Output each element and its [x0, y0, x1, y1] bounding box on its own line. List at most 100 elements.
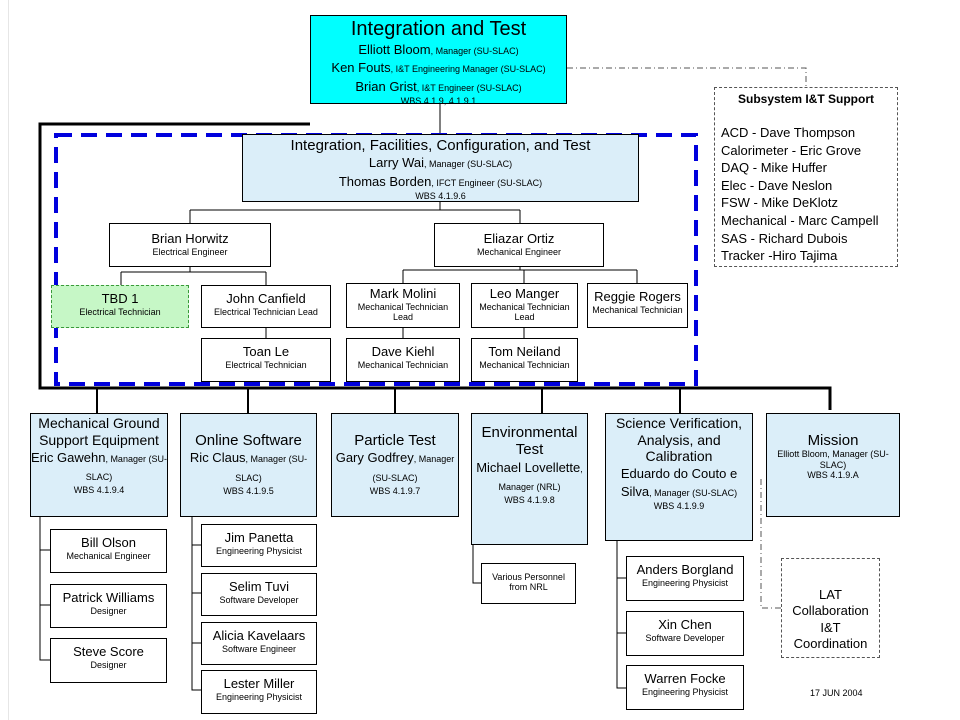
ifct-person-role: , Manager (SU-SLAC): [424, 159, 513, 170]
person-name: Eliazar Ortiz: [483, 231, 555, 246]
person-name: Warren Focke: [644, 671, 726, 686]
person-name: Xin Chen: [658, 617, 712, 632]
person-box-tbd-1: TBD 1 Electrical Technician: [51, 285, 189, 328]
particle-test-box: Particle Test Gary Godfrey, Manager (SU-…: [331, 413, 459, 517]
mgse-box: Mechanical Ground Support Equipment Eric…: [30, 413, 168, 517]
mission-box: Mission Elliott Bloom, Manager (SU-SLAC)…: [766, 413, 900, 517]
top-person-name: Ken Fouts: [331, 60, 391, 76]
particle-test-title: Particle Test: [354, 432, 436, 449]
person-role: Engineering Physicist: [641, 577, 729, 588]
ifct-person-role: , IFCT Engineer (SU-SLAC): [431, 177, 543, 188]
person-name: Tom Neiland: [488, 344, 561, 359]
person-box-reggie-rogers: Reggie Rogers Mechanical Technician: [587, 283, 688, 328]
ifct-box: Integration, Facilities, Configuration, …: [242, 134, 639, 202]
person-name: Lester Miller: [223, 676, 295, 691]
person-role: Mechanical Technician Lead: [479, 301, 570, 323]
department-wbs: WBS 4.1.9.5: [223, 486, 274, 497]
person-role: Engineering Physicist: [215, 545, 303, 556]
person-box-steve-score: Steve Score Designer: [50, 638, 167, 683]
person-box-john-canfield: John Canfield Electrical Technician Lead: [201, 285, 331, 328]
person-name: Alicia Kavelaars: [212, 628, 306, 643]
mgse-title: Mechanical Ground Support Equipment: [38, 415, 160, 448]
integration-and-test-title: Integration and Test: [350, 18, 527, 40]
person-role: Mechanical Technician: [357, 359, 449, 370]
person-role: Electrical Technician: [79, 306, 161, 317]
support-item: DAQ - Mike Huffer: [721, 160, 827, 176]
person-box-leo-manger: Leo Manger Mechanical Technician Lead: [471, 283, 578, 328]
support-item: Calorimeter - Eric Grove: [721, 142, 862, 158]
person-box-mark-molini: Mark Molini Mechanical Technician Lead: [346, 283, 460, 328]
person-name: John Canfield: [226, 291, 306, 306]
person-box-toan-le: Toan Le Electrical Technician: [201, 338, 331, 382]
top-wbs: WBS 4.1.9, 4.1.9.1: [400, 96, 477, 107]
department-manager-name: Eric Gawehn: [31, 449, 106, 465]
person-role: Software Developer: [219, 594, 299, 605]
person-name: Selim Tuvi: [229, 579, 289, 594]
department-manager-role: , Manager (SU-SLAC): [372, 454, 455, 483]
person-role: Electrical Engineer: [152, 246, 228, 257]
department-wbs: WBS 4.1.9.4: [73, 485, 125, 496]
ifct-wbs: WBS 4.1.9.6: [415, 191, 466, 202]
left-edge-line: [8, 0, 9, 720]
department-manager-role: , Manager (SU-SLAC): [85, 453, 167, 482]
online-software-title: Online Software: [195, 432, 302, 449]
person-name: Mark Molini: [369, 286, 437, 301]
top-person-role: , I&T Engineering Manager (SU-SLAC): [390, 64, 546, 75]
person-role: Mechanical Engineer: [66, 550, 151, 561]
person-name: TBD 1: [101, 291, 139, 306]
top-person-name: Brian Grist: [355, 78, 417, 94]
person-role: Mechanical Technician Lead: [357, 301, 449, 323]
support-item: Elec - Dave Neslon: [721, 177, 833, 193]
person-box-warren-focke: Warren Focke Engineering Physicist: [626, 665, 744, 710]
top-person-role: , I&T Engineer (SU-SLAC): [416, 82, 522, 93]
person-box-bill-olson: Bill Olson Mechanical Engineer: [50, 529, 167, 573]
person-box-dave-kiehl: Dave Kiehl Mechanical Technician: [346, 338, 460, 382]
person-box-selim-tuvi: Selim Tuvi Software Developer: [201, 573, 317, 616]
various-personnel-box: Various Personnel from NRL: [481, 563, 576, 604]
top-person-name: Elliott Bloom: [358, 42, 431, 57]
department-wbs: WBS 4.1.9.8: [504, 495, 555, 506]
person-role: Engineering Physicist: [215, 691, 303, 702]
support-item: SAS - Richard Dubois: [721, 230, 848, 246]
department-manager-name: Michael Lovellette: [476, 459, 581, 475]
department-manager-role: , Manager (SU-SLAC): [649, 487, 738, 498]
person-role: Electrical Technician Lead: [214, 306, 318, 317]
person-box-alicia-kavelaars: Alicia Kavelaars Software Engineer: [201, 622, 317, 665]
subsystem-support-title: Subsystem I&T Support: [737, 92, 874, 106]
top-person-role: , Manager (SU-SLAC): [430, 46, 519, 56]
person-name: Steve Score: [73, 644, 144, 659]
person-name: Dave Kiehl: [371, 344, 435, 359]
person-name: Patrick Williams: [62, 590, 155, 605]
mission-title: Mission: [807, 432, 859, 449]
support-item: Mechanical - Marc Campell: [721, 212, 879, 228]
lat-collaboration-box: LAT Collaboration I&T Coordination: [781, 558, 880, 658]
department-manager-name: Eduardo do Couto e Silva: [620, 465, 738, 499]
document-date: 17 JUN 2004: [810, 688, 863, 698]
integration-and-test-box: Integration and Test Elliott Bloom, Mana…: [310, 15, 567, 107]
person-name: Toan Le: [242, 344, 290, 359]
department-wbs: WBS 4.1.9.A: [807, 469, 859, 480]
department-manager-role: , Manager (SU-SLAC): [235, 454, 308, 483]
person-name: Leo Manger: [489, 286, 560, 301]
person-role: Mechanical Technician: [479, 359, 570, 370]
person-role: Mechanical Engineer: [476, 246, 562, 257]
person-role: Mechanical Technician: [592, 304, 683, 315]
person-role: Designer: [90, 605, 127, 616]
environmental-test-title: Environmental Test: [481, 424, 578, 459]
department-wbs: WBS 4.1.9.7: [369, 486, 421, 497]
subsystem-support-panel: Subsystem I&T Support ACD - Dave Thompso…: [714, 87, 898, 267]
support-item: FSW - Mike DeKlotz: [721, 195, 839, 211]
person-name: Brian Horwitz: [151, 231, 229, 246]
department-manager-name: Ric Claus: [189, 450, 246, 466]
various-personnel-text: Various Personnel from NRL: [492, 572, 565, 593]
person-role: Engineering Physicist: [641, 686, 729, 697]
person-name: Reggie Rogers: [594, 289, 681, 304]
department-wbs: WBS 4.1.9.9: [653, 501, 705, 512]
ifct-person-name: Larry Wai: [368, 155, 425, 171]
person-role: Software Engineer: [221, 643, 297, 654]
support-item: ACD - Dave Thompson: [721, 125, 856, 140]
person-box-jim-panetta: Jim Panetta Engineering Physicist: [201, 524, 317, 567]
person-box-eliazar-ortiz: Eliazar Ortiz Mechanical Engineer: [434, 223, 604, 267]
person-box-xin-chen: Xin Chen Software Developer: [626, 611, 744, 656]
